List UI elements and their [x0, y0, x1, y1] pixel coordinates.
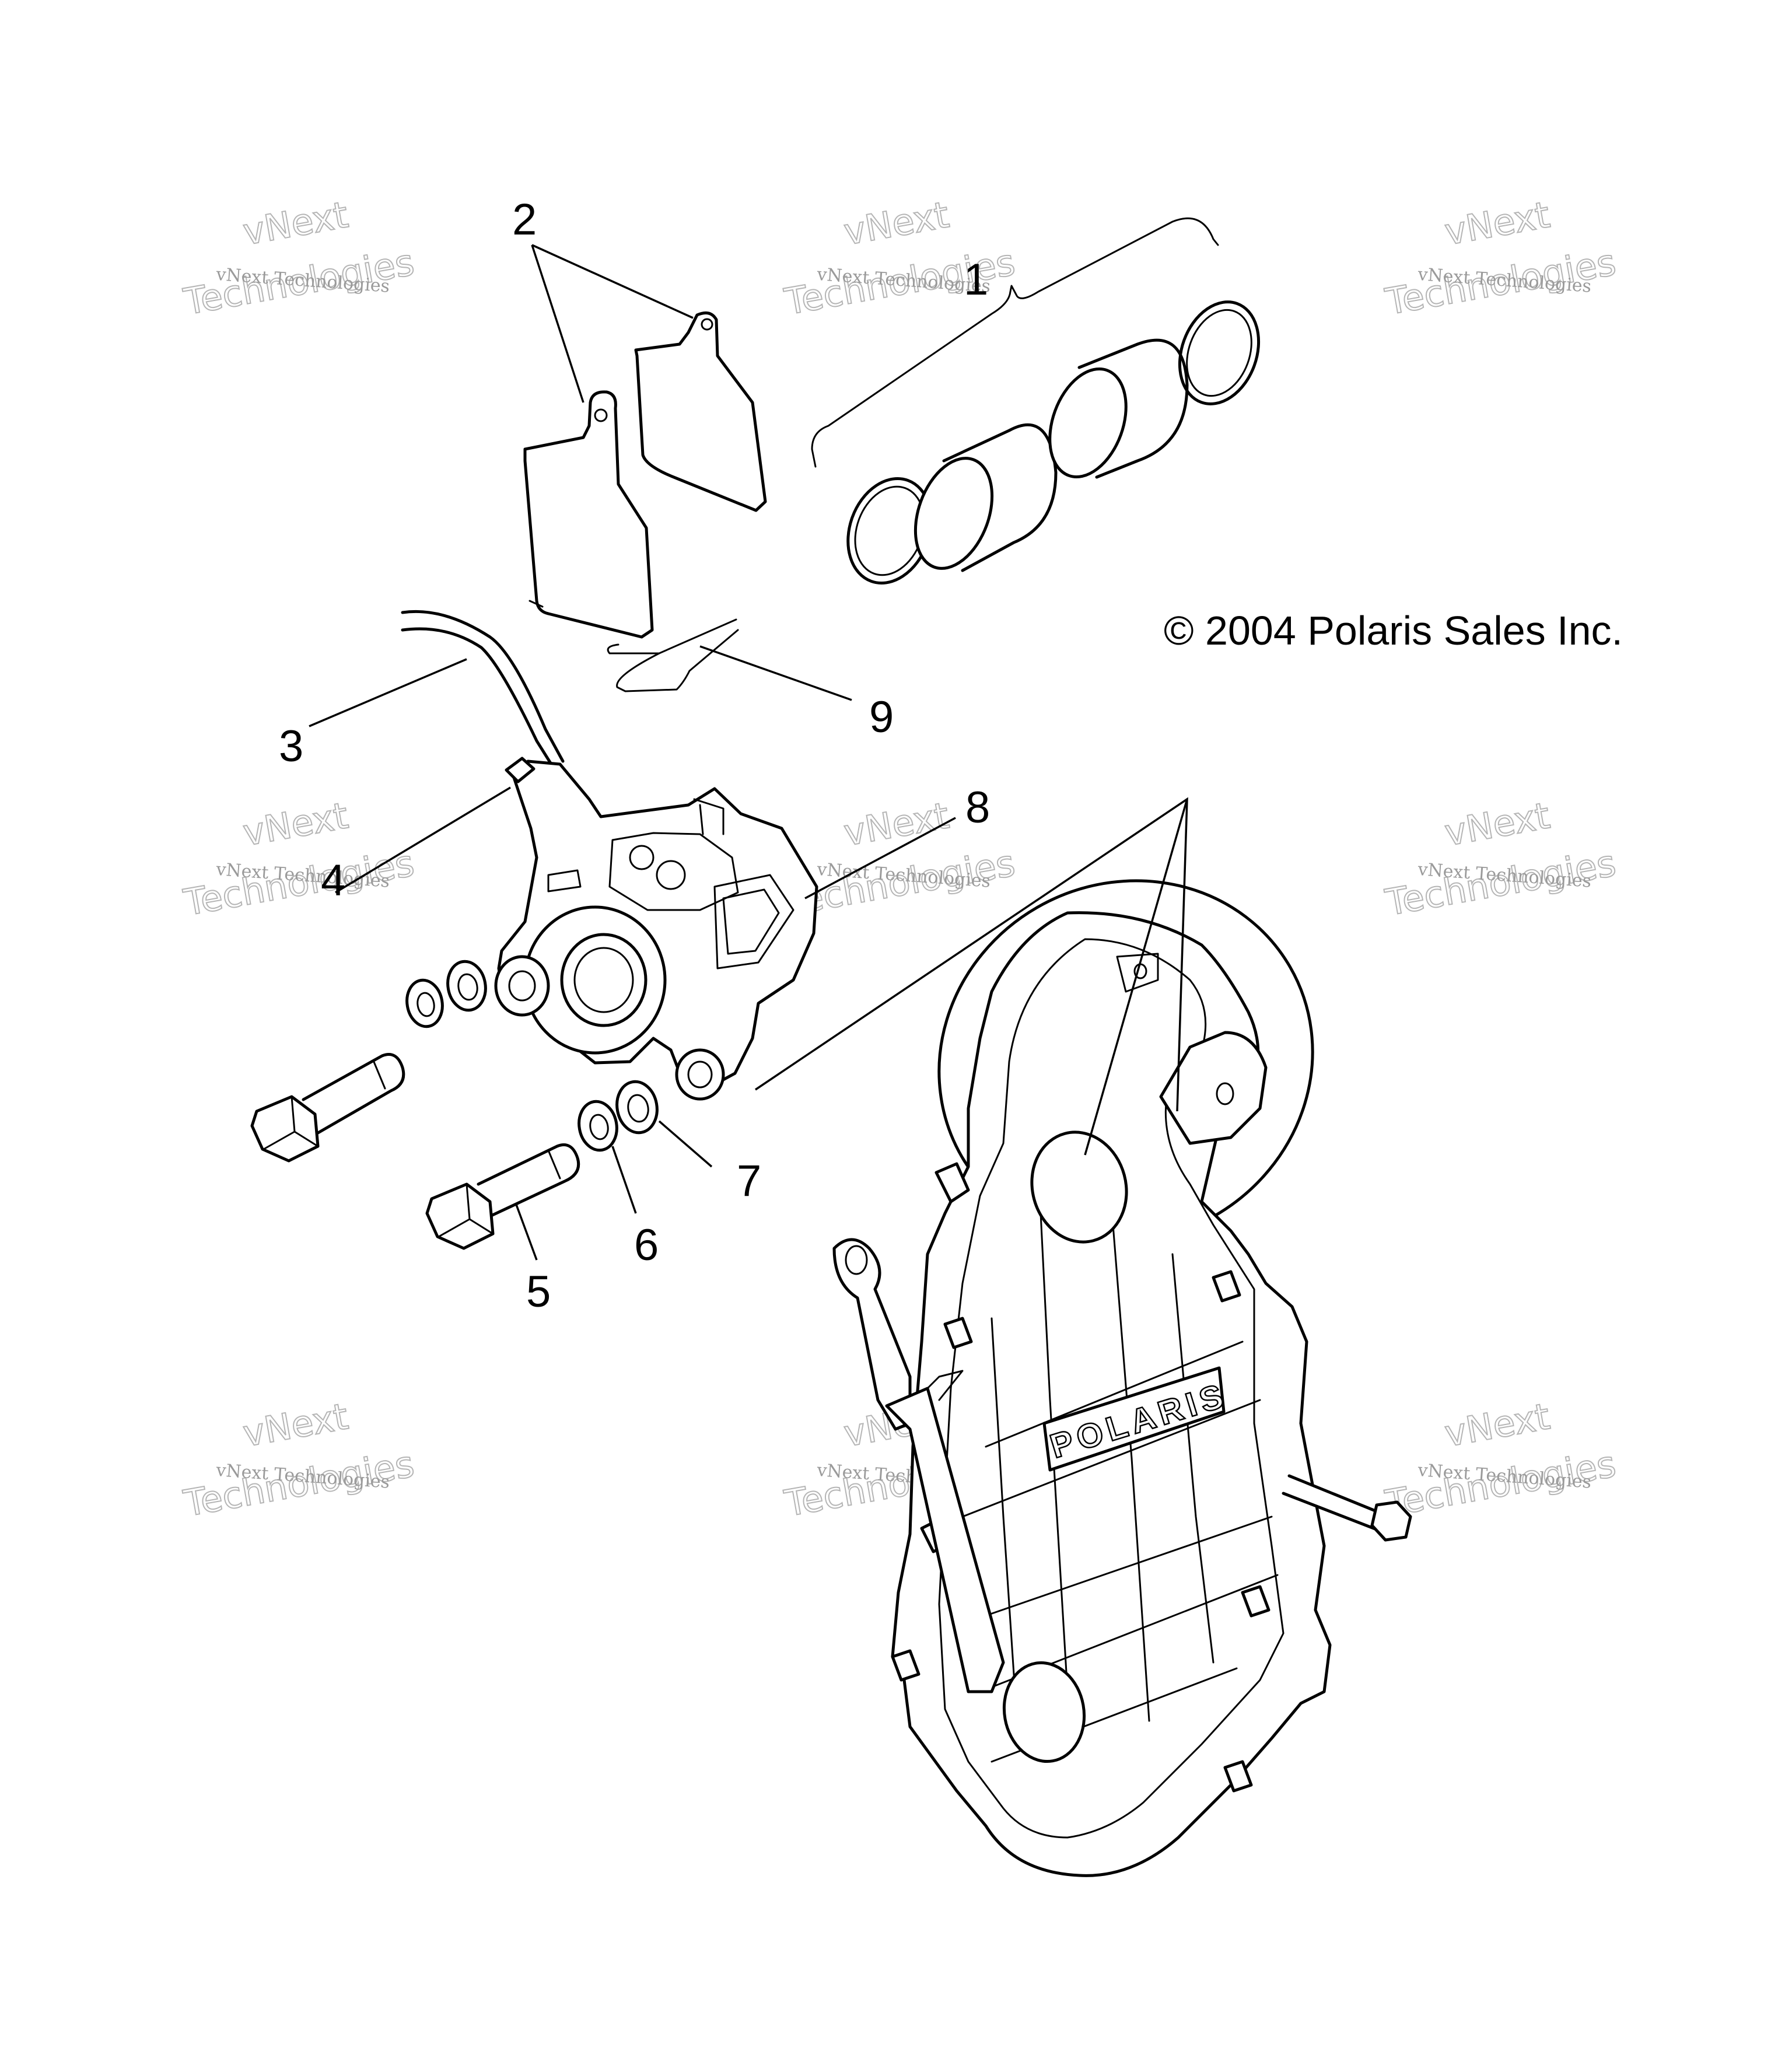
- watermark: vNext Technologies: [1381, 1394, 1619, 1525]
- leader-8: [804, 817, 956, 900]
- watermark-text: vNext: [841, 794, 952, 854]
- watermark-text: vNext: [240, 193, 351, 253]
- callout-labels: 1 2 3 4 5 6 7 8 9: [279, 195, 990, 1317]
- brake-pad-rear: [634, 311, 767, 512]
- dipstick: [832, 1238, 1005, 1693]
- caliper-bore: [523, 905, 667, 1055]
- leader-8-chaincase: [1084, 799, 1188, 1156]
- watermark: vNext Technologies: [180, 793, 418, 925]
- chaincase-cover-bolt: [1282, 1474, 1412, 1542]
- pad-retaining-pin: [607, 618, 739, 692]
- leader-3: [309, 658, 467, 727]
- callout-9: 9: [869, 692, 894, 742]
- brake-line: [401, 610, 565, 766]
- watermark-text: vNext: [1441, 193, 1553, 253]
- watermark-text: vNext: [1441, 1395, 1553, 1455]
- callout-4: 4: [321, 856, 345, 905]
- callout-1: 1: [964, 255, 988, 304]
- watermark: vNext Technologies: [180, 192, 418, 324]
- watermark-text: vNext: [841, 193, 952, 253]
- brake-pad-front: [523, 390, 654, 639]
- piston-rear: [1048, 338, 1189, 479]
- upper-lock-washer: [405, 978, 444, 1028]
- watermark: vNext Technologies: [1381, 192, 1619, 324]
- callout-7: 7: [737, 1156, 761, 1206]
- callout-6: 6: [634, 1220, 659, 1270]
- lower-mount-bolt: [425, 1143, 580, 1250]
- leader-6: [611, 1146, 637, 1214]
- leader-2a: [531, 244, 584, 403]
- upper-flat-washer: [446, 960, 487, 1012]
- watermark-text: vNext: [240, 1395, 351, 1455]
- leader-4: [335, 786, 511, 894]
- watermark-group: vNext Technologies vNext Technologies vN…: [180, 192, 1619, 1525]
- caliper-bleeder: [505, 757, 536, 783]
- lower-lock-washer: [578, 1100, 618, 1152]
- chaincase-sprocket-top: [1030, 1130, 1128, 1244]
- leader-7: [658, 1120, 713, 1168]
- copyright-notice: © 2004 Polaris Sales Inc.: [1164, 608, 1623, 653]
- leader-lines: [309, 244, 1188, 1261]
- chaincase-sprocket-bottom: [1002, 1661, 1086, 1763]
- watermark: vNext Technologies: [180, 1394, 418, 1525]
- leader-2b: [531, 244, 694, 319]
- piston-kit: [811, 217, 1261, 585]
- callout-5: 5: [526, 1267, 551, 1317]
- brake-caliper: [494, 757, 818, 1101]
- callout-2: 2: [512, 195, 537, 244]
- leader-5: [515, 1204, 538, 1261]
- callout-3: 3: [279, 722, 303, 771]
- watermark: vNext Technologies: [1381, 793, 1619, 925]
- piston-front: [914, 423, 1058, 572]
- caliper-mount-boss-bottom: [675, 1048, 725, 1101]
- chaincase-housing: POLARIS: [832, 879, 1412, 1877]
- seal-ring-rear: [1178, 300, 1261, 405]
- upper-mount-bolt: [250, 1053, 405, 1163]
- chaincase-caliper-mount: [1159, 1031, 1268, 1145]
- caliper-mount-boss-top: [494, 955, 550, 1017]
- leader-9: [699, 645, 852, 701]
- callout-8: 8: [965, 783, 990, 832]
- watermark-text: vNext: [1441, 794, 1553, 854]
- lower-flat-washer: [615, 1080, 659, 1135]
- watermark-text: vNext: [240, 794, 351, 854]
